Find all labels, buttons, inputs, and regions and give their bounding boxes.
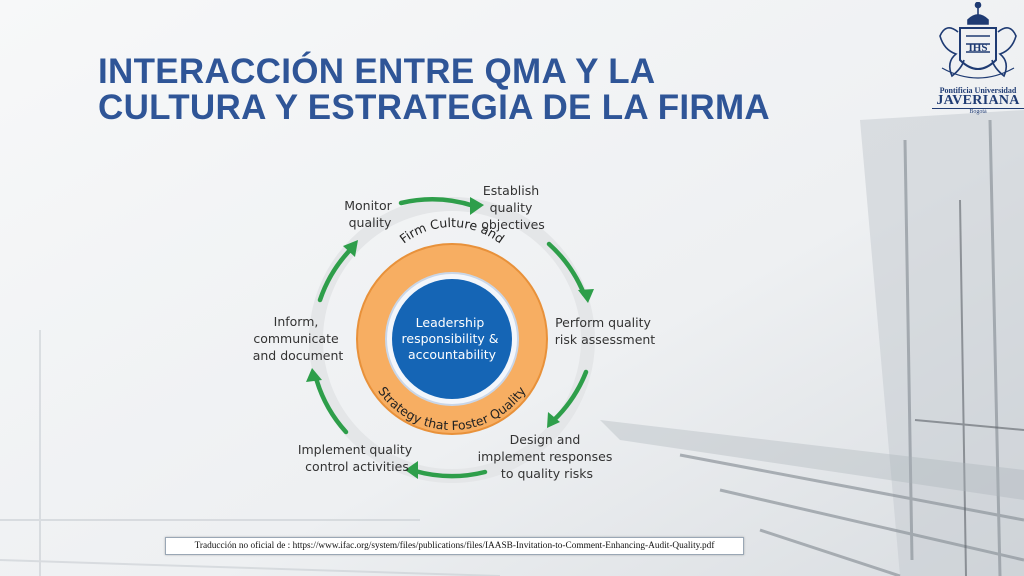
arrow-heads <box>306 197 594 479</box>
arrow-monitor-to-establish <box>398 197 477 209</box>
slide-title: INTERACCIÓN ENTRE QMA Y LA CULTURA Y EST… <box>98 54 798 126</box>
center-text-line-2: responsibility & <box>402 331 499 346</box>
svg-text:IHS: IHS <box>969 42 988 54</box>
center-text: Leadership responsibility & accountabili… <box>402 315 503 362</box>
arrow-implement-to-inform <box>313 375 349 435</box>
step-design-implement-responses: Design and implement responses to qualit… <box>478 432 617 481</box>
center-text-line-3: accountability <box>408 347 497 362</box>
center-text-line-1: Leadership <box>416 315 485 330</box>
step-inform-communicate-document: Inform, communicate and document <box>253 314 344 363</box>
leadership-core <box>392 279 512 399</box>
slide-title-line-2: CULTURA Y ESTRATEGIA DE LA FIRMA <box>98 88 771 127</box>
source-footnote: Traducción no oficial de : https://www.i… <box>165 537 744 555</box>
crest-icon: IHS <box>939 2 1017 79</box>
step-implement-quality-control: Implement quality control activities <box>298 442 416 474</box>
logo-university-type: Pontificia Universidad <box>939 86 1017 95</box>
arrow-perform-to-design <box>551 369 589 423</box>
university-logo: IHS Pontificia Universidad JAVERIANA Bog… <box>932 2 1024 118</box>
step-perform-quality-risk-assessment: Perform quality risk assessment <box>555 315 656 347</box>
slide-title-line-1: INTERACCIÓN ENTRE QMA Y LA <box>98 52 656 91</box>
arrow-design-to-implement <box>412 468 488 479</box>
step-establish-quality-objectives: Establish quality objectives <box>481 183 545 232</box>
logo-university-name: JAVERIANA <box>932 94 1024 109</box>
step-monitor-quality: Monitor quality <box>344 198 396 230</box>
logo-city: Bogotá <box>969 109 987 115</box>
